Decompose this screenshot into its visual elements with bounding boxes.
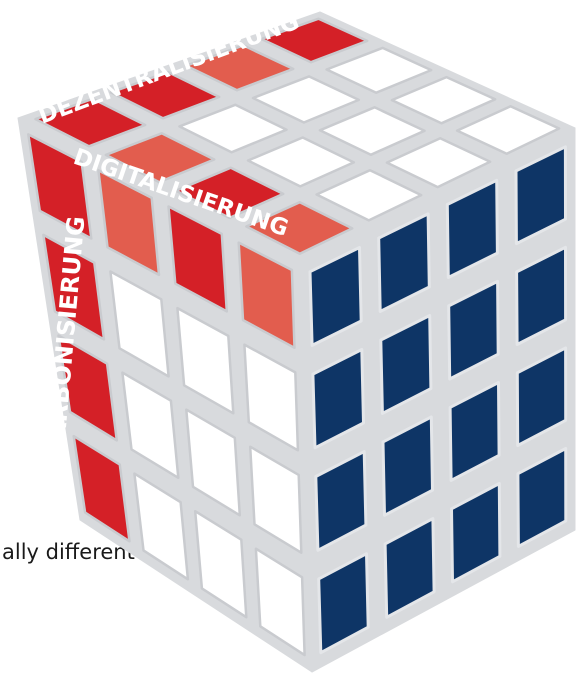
left-face-cell [167, 205, 229, 313]
top-face-cell [178, 103, 288, 154]
top-face-cell [245, 200, 354, 255]
top-face-cell [455, 105, 561, 156]
right-face-cell [311, 348, 365, 450]
right-face-cell [448, 381, 501, 482]
top-face-cell [251, 75, 361, 124]
right-face-cell [514, 145, 567, 246]
left-face-cell [254, 547, 306, 657]
right-face-cell [516, 447, 568, 548]
right-face-cell [377, 212, 431, 313]
top-face-cell [385, 137, 492, 189]
right-face-cell [515, 346, 568, 447]
right-face-cell [317, 552, 370, 655]
left-face-cell [176, 306, 235, 415]
background-text-line-2: ally different [2, 540, 135, 564]
top-face-cell [318, 106, 426, 157]
right-face-cell [447, 279, 500, 381]
right-face-cell [383, 517, 436, 619]
right-face-cell [379, 314, 433, 415]
top-face-cell [174, 166, 285, 220]
left-face-cell [193, 509, 248, 619]
right-face-cell [515, 245, 568, 346]
left-face-cell [185, 408, 242, 517]
left-face-cell [42, 233, 106, 341]
top-face-cell [246, 136, 356, 188]
left-face-cell [248, 445, 303, 554]
right-face-cell [314, 450, 368, 552]
top-face-cell [325, 46, 433, 94]
right-face-cell [450, 482, 502, 584]
left-face-cell [27, 133, 93, 240]
top-face-cell [390, 75, 497, 125]
right-face-cell [381, 415, 434, 517]
top-face-cell [104, 132, 216, 184]
left-face-cell [97, 169, 161, 277]
top-face-cell [184, 44, 295, 92]
top-face-cell [260, 17, 369, 64]
right-face-cell [308, 246, 363, 347]
top-face-cell [315, 168, 423, 222]
right-face-cell [445, 178, 499, 279]
left-face-cell [57, 334, 119, 442]
left-face-cell [109, 270, 170, 378]
left-face-cell [243, 343, 300, 452]
cube-faces [17, 11, 576, 673]
right-face-backing [299, 127, 576, 673]
top-face-cell [109, 70, 221, 120]
left-face-cell [133, 472, 190, 581]
left-face-cell [237, 241, 296, 350]
left-face-cell [121, 371, 180, 480]
top-face-cell [34, 97, 147, 148]
left-face-cell [72, 434, 131, 543]
